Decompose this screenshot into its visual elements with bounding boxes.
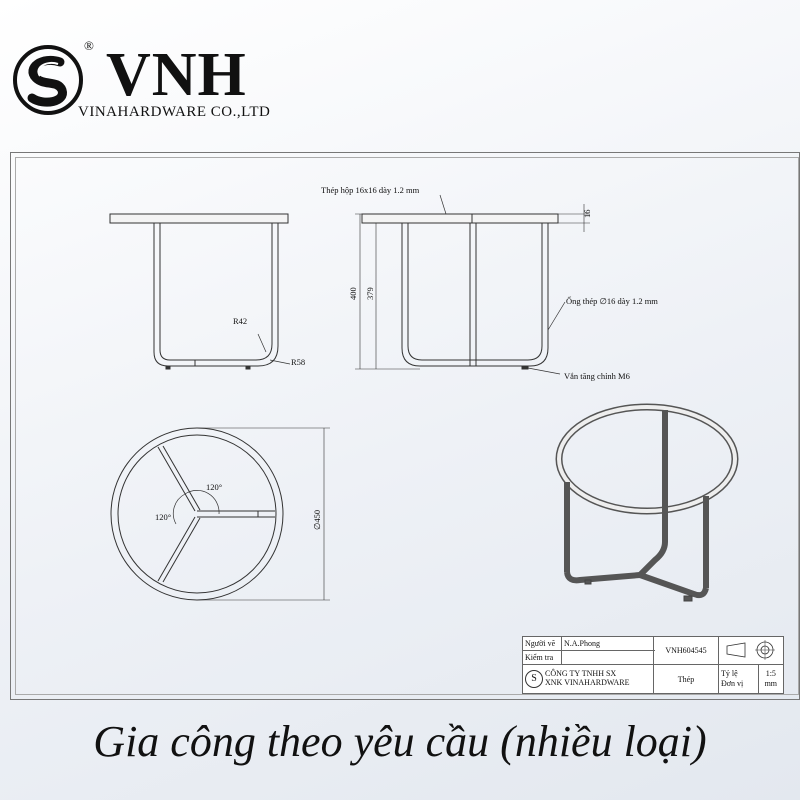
angle-label-1: 120° [206, 482, 222, 492]
company-logo: ® VNH VINAHARDWARE CO.,LTD [12, 38, 292, 128]
scale-value: 1:5 [765, 668, 776, 678]
vnh-logo-icon [13, 45, 83, 115]
registered-mark: ® [84, 38, 94, 53]
projection-symbol [718, 636, 784, 665]
checked-label: Kiểm tra [522, 650, 562, 665]
leg-tube-label: Ống thép ∅16 dày 1.2 mm [566, 296, 658, 306]
unit-label: Đơn vị [721, 679, 744, 688]
height-leg-dim: 379 [365, 287, 375, 300]
title-block: Người vẽ N.A.Phong VNH604545 Kiểm tra S … [522, 636, 785, 694]
company-line-1: CÔNG TY TNHH SX [545, 669, 617, 679]
checked-value [561, 650, 654, 665]
scale-unit-values: 1:5 mm [757, 664, 785, 694]
top-tube-label: Thép hộp 16x16 dày 1.2 mm [321, 185, 420, 195]
drawing-inner-border [15, 157, 799, 695]
drawn-by-value: N.A.Phong [561, 636, 654, 651]
brand-wordmark: VNH [106, 41, 247, 109]
company-name: VINAHARDWARE CO.,LTD [78, 104, 271, 120]
caption: Gia công theo yêu cầu (nhiều loại) [93, 717, 707, 766]
drawn-by-label: Người vẽ [522, 636, 562, 651]
radius-inner-label: R42 [233, 316, 247, 326]
isometric-view [555, 403, 739, 602]
diameter-dim: ∅450 [312, 510, 322, 530]
scale-unit-labels: Tỷ lệ Đơn vị [718, 664, 759, 694]
foot-label: Vắn tăng chỉnh M6 [564, 371, 630, 381]
company-cell: S CÔNG TY TNHH SX XNK VINAHARDWARE [522, 664, 654, 694]
projection-icon [726, 639, 775, 660]
company-line-2: XNK VINAHARDWARE [545, 678, 630, 687]
radius-outer-label: R58 [291, 357, 305, 367]
thickness-dim: 16 [582, 210, 592, 219]
front-view [109, 213, 291, 370]
angle-label-2: 120° [155, 512, 171, 522]
side-view [355, 194, 590, 375]
scale-label: Tỷ lệ [721, 668, 738, 678]
top-view [110, 427, 330, 601]
drawing-code: VNH604545 [653, 636, 719, 665]
height-total-dim: 400 [348, 287, 358, 300]
unit-value: mm [764, 679, 778, 688]
material-value: Thép [653, 664, 719, 694]
title-block-logo-icon: S [525, 670, 543, 688]
